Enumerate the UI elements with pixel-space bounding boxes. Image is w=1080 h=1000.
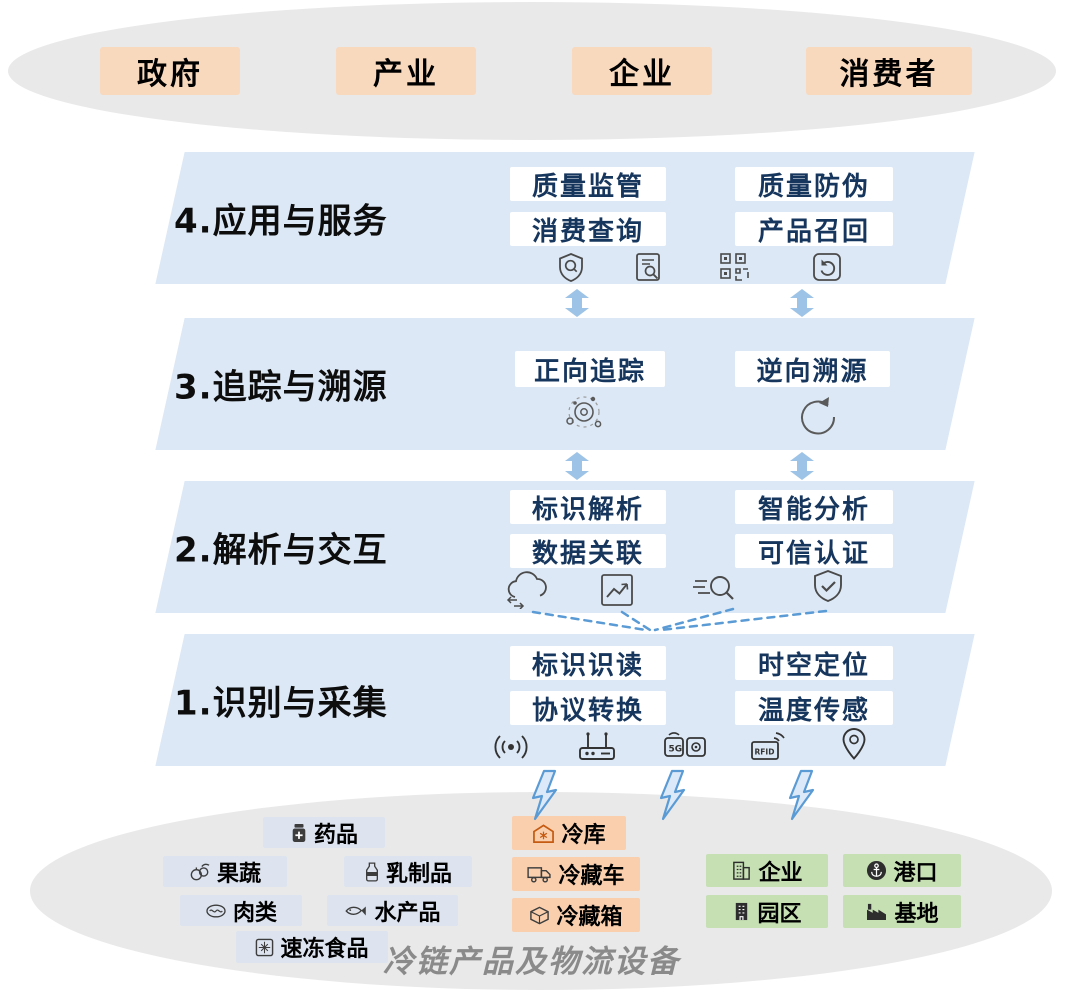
layer-1-title: 1.识别与采集 (174, 683, 388, 724)
product-frozen-food-label: 速冻食品 (280, 937, 369, 962)
facility-port: 港口 (843, 854, 961, 887)
product-dairy-label: 乳制品 (385, 861, 452, 887)
rfid-tag-icon: RFID (750, 730, 786, 762)
facility-park-label: 园区 (757, 901, 802, 927)
analytics-chart-icon (600, 573, 634, 607)
facility-enterprise-label: 企业 (758, 860, 803, 886)
facility-enterprise: 企业 (706, 854, 828, 887)
wireless-signal-icon (492, 732, 530, 762)
qr-code-icon (719, 252, 751, 282)
dashed-connector-1 (531, 610, 648, 632)
product-aquatic-label: 水产品 (374, 900, 441, 926)
box-quality-anticounterfeit: 质量防伪 (735, 167, 893, 202)
location-pin-icon (840, 727, 868, 761)
double-arrow-l4-l3-right (790, 289, 814, 317)
product-fruits-vegetables-label: 果蔬 (216, 861, 261, 887)
box-trusted-certification: 可信认证 (735, 534, 893, 569)
box-consumer-query: 消费查询 (510, 212, 666, 247)
box-forward-tracking: 正向追踪 (515, 351, 665, 387)
shield-verify-icon (556, 252, 586, 284)
cloud-data-icon (503, 571, 549, 609)
refrigerated-truck-icon (527, 865, 552, 884)
cold-box-icon (529, 905, 550, 926)
meat-icon (205, 902, 227, 920)
fruit-icon (189, 862, 211, 882)
facility-park: 园区 (706, 895, 828, 928)
product-aquatic: 水产品 (327, 895, 458, 926)
box-protocol-conversion: 协议转换 (510, 691, 666, 726)
milk-icon (364, 861, 380, 882)
equipment-cold-box: 冷藏箱 (512, 898, 640, 932)
layer-2-title: 2.解析与交互 (174, 530, 388, 571)
report-search-icon (634, 252, 662, 284)
box-id-resolution: 标识解析 (510, 490, 666, 525)
double-arrow-l3-l2-left (565, 452, 589, 480)
layer-parsing-interaction: 2.解析与交互 标识解析 智能分析 数据关联 可信认证 (155, 481, 975, 613)
fish-icon (344, 903, 368, 919)
dashed-connector-4 (659, 609, 828, 632)
dashed-connector-2 (620, 610, 652, 632)
quick-search-icon (693, 571, 735, 607)
box-data-association: 数据关联 (510, 534, 666, 569)
5g-label: 5G (669, 745, 683, 755)
facility-port-label: 港口 (893, 860, 938, 886)
box-intelligent-analysis: 智能分析 (735, 490, 893, 525)
box-temperature-sensing: 温度传感 (735, 691, 893, 726)
box-id-reading: 标识识读 (510, 646, 666, 681)
box-product-recall: 产品召回 (735, 212, 893, 247)
product-meat-label: 肉类 (232, 900, 277, 926)
stakeholder-enterprise: 企业 (572, 47, 712, 95)
equipment-cold-box-label: 冷藏箱 (556, 905, 623, 930)
product-medicine-label: 药品 (313, 822, 358, 848)
box-reverse-tracing: 逆向溯源 (735, 351, 890, 387)
cold-storage-icon (532, 823, 555, 844)
frozen-food-icon (255, 938, 274, 957)
facility-base-label: 基地 (894, 901, 939, 927)
facility-base: 基地 (843, 895, 961, 928)
stakeholder-consumer: 消费者 (806, 47, 972, 95)
layer-3-title: 3.追踪与溯源 (174, 367, 388, 408)
stakeholder-industry: 产业 (336, 47, 476, 95)
router-icon (578, 728, 616, 762)
box-spatiotemporal-positioning: 时空定位 (735, 646, 893, 681)
layer-application-services: 4.应用与服务 质量监管 质量防伪 消费查询 产品召回 (155, 152, 975, 284)
layer-4-title: 4.应用与服务 (174, 201, 388, 242)
product-meat: 肉类 (180, 895, 302, 926)
equipment-cold-storage-label: 冷库 (561, 823, 606, 848)
stakeholder-government: 政府 (100, 47, 240, 95)
port-anchor-icon (866, 860, 887, 881)
double-arrow-l3-l2-right (790, 452, 814, 480)
enterprise-building-icon (731, 860, 752, 881)
layer-tracking-tracing: 3.追踪与溯源 正向追踪 逆向溯源 (155, 318, 975, 450)
double-arrow-l4-l3-left (565, 289, 589, 317)
product-frozen-food: 速冻食品 (236, 931, 388, 963)
product-dairy: 乳制品 (344, 856, 472, 887)
medicine-icon (290, 823, 308, 843)
rfid-label: RFID (755, 748, 775, 757)
equipment-cold-storage: 冷库 (512, 816, 626, 850)
equipment-refrigerated-truck: 冷藏车 (512, 857, 640, 891)
base-factory-icon (865, 902, 888, 921)
box-quality-supervision: 质量监管 (510, 167, 666, 202)
bottom-caption: 冷链产品及物流设备 (383, 944, 680, 980)
product-medicine: 药品 (263, 817, 385, 848)
layer-identification-collection: 1.识别与采集 标识识读 时空定位 协议转换 温度传感 5G (155, 634, 975, 766)
equipment-refrigerated-truck-label: 冷藏车 (558, 864, 625, 889)
shield-check-icon (812, 569, 844, 605)
recall-icon (812, 252, 842, 282)
forward-tracking-orbit-icon (558, 390, 608, 438)
product-fruits-vegetables: 果蔬 (163, 856, 287, 887)
reverse-trace-rotate-icon (792, 394, 838, 440)
5g-devices-icon: 5G (664, 730, 706, 762)
park-building-icon (732, 901, 751, 922)
